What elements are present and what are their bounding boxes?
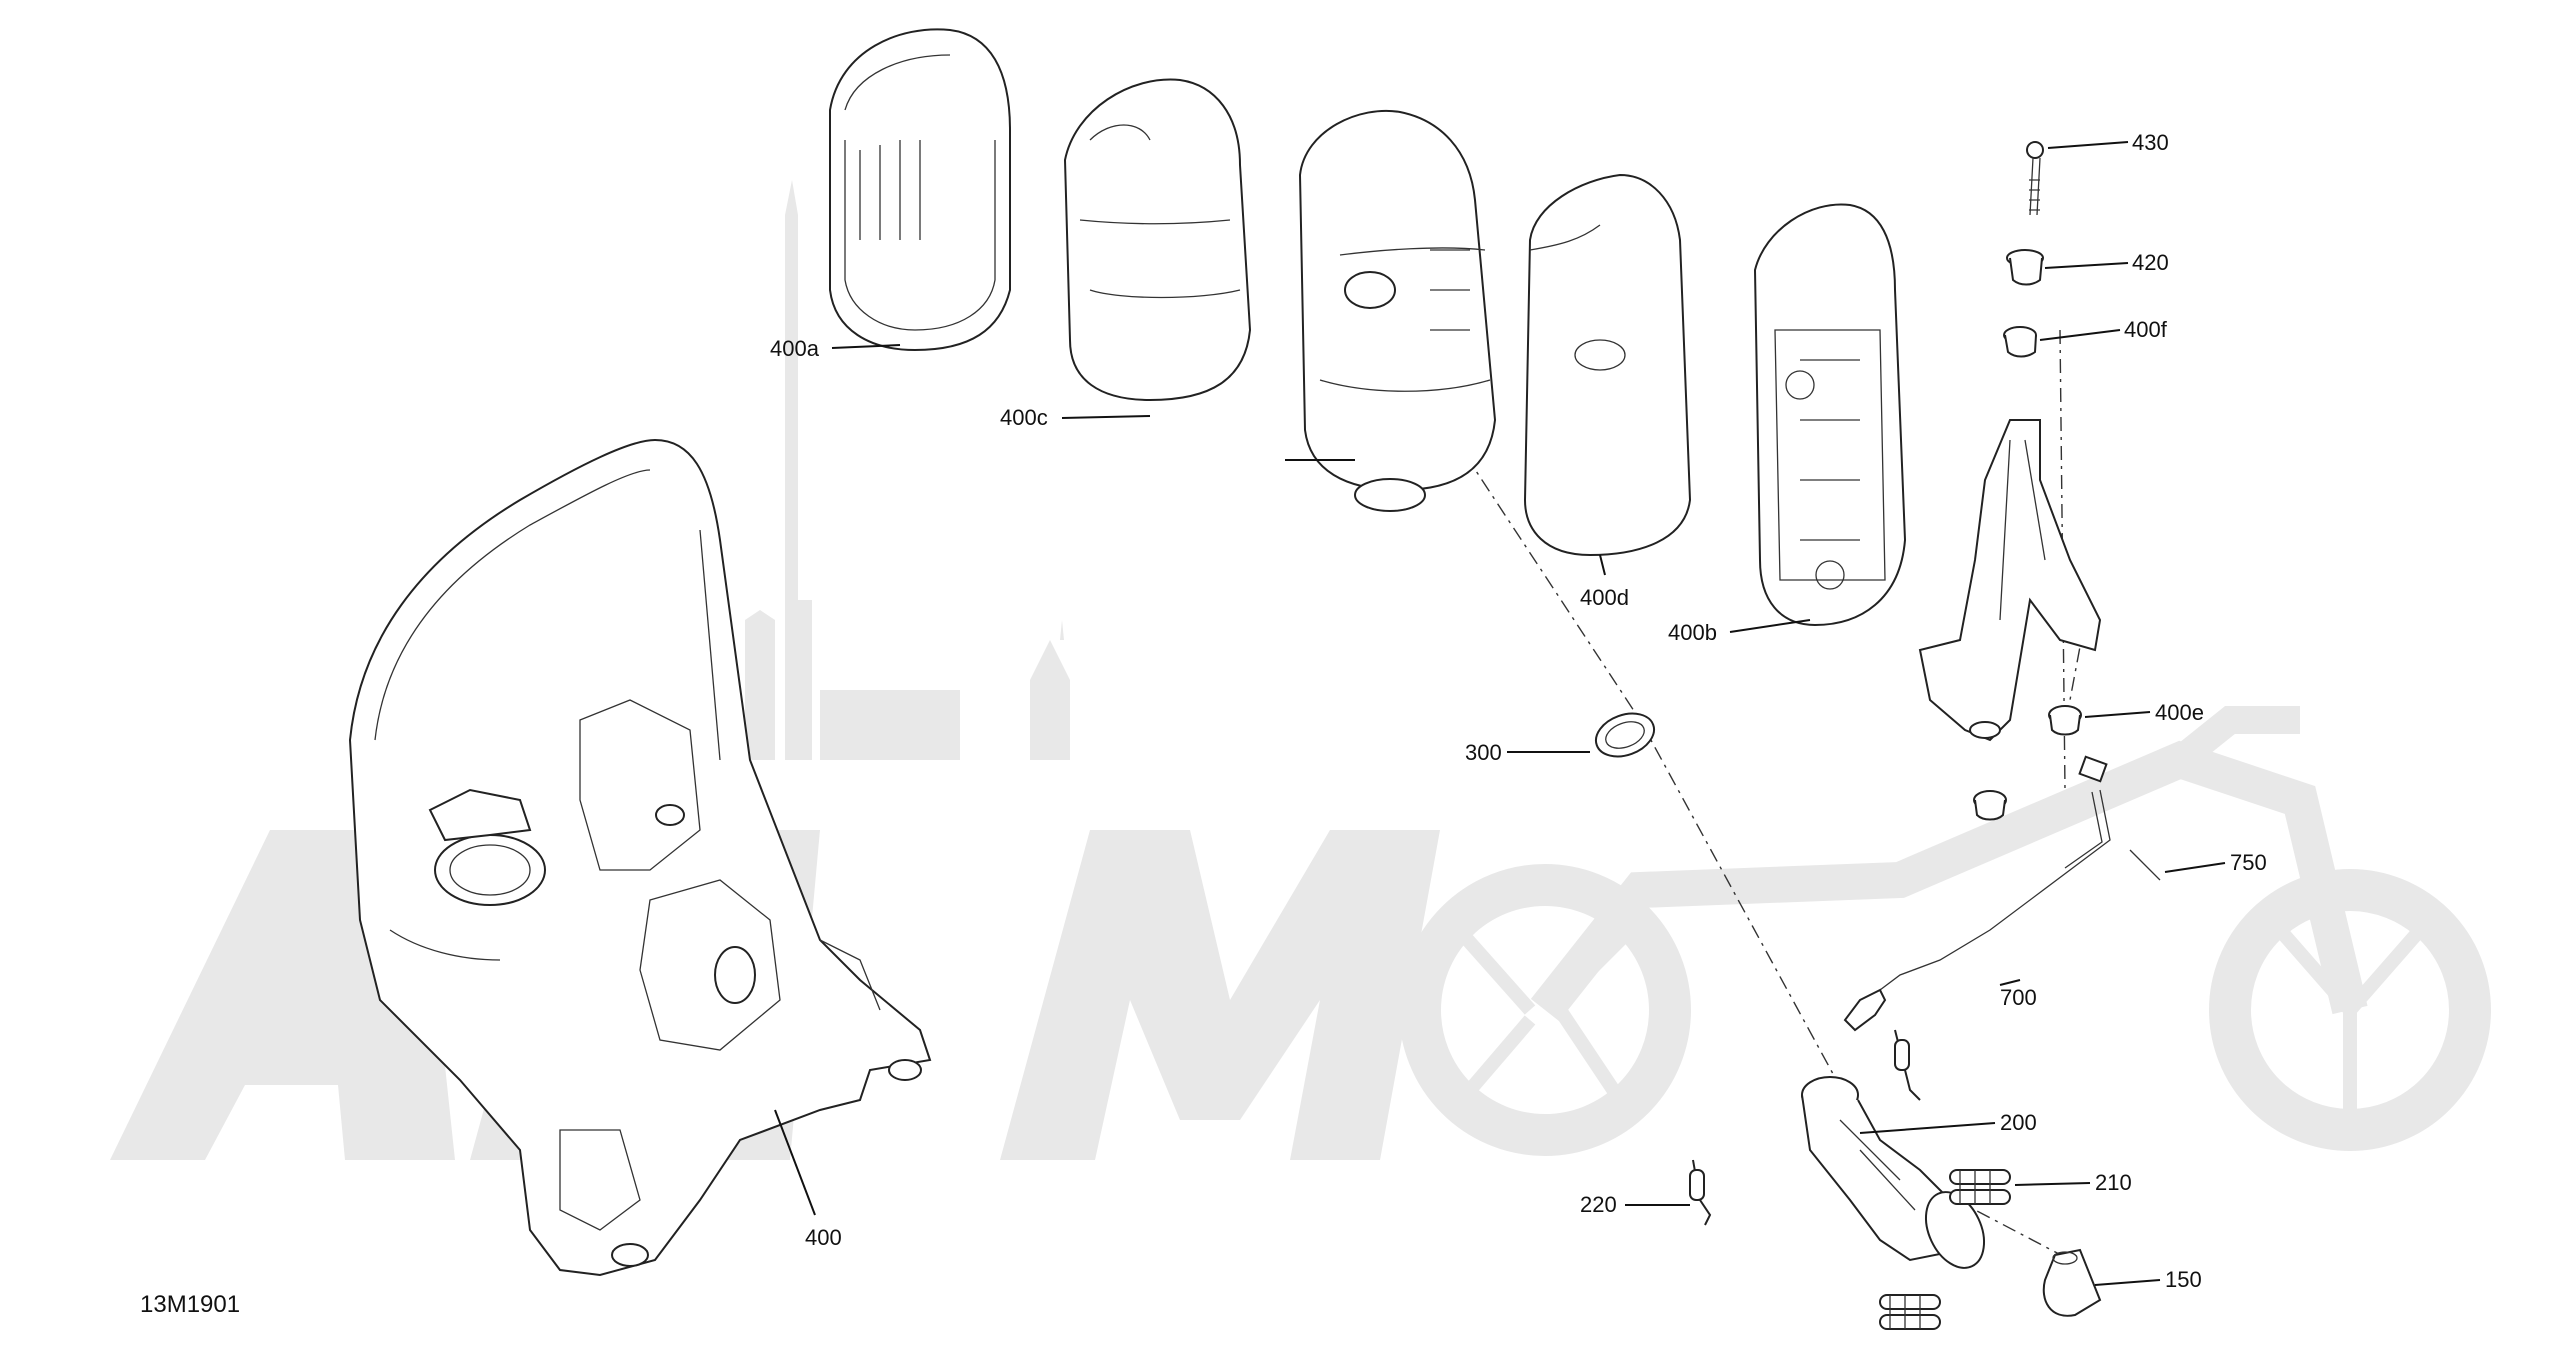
muffler-bracket bbox=[1918, 419, 2102, 742]
rubber-grommet-400e bbox=[2048, 705, 2082, 736]
mount-bolt bbox=[2026, 141, 2044, 216]
callout-220: 220 bbox=[1580, 1192, 1617, 1217]
exhaust-pipe bbox=[1801, 1076, 1986, 1269]
leader-lines bbox=[774, 141, 2226, 1286]
callout-430: 430 bbox=[2132, 130, 2169, 155]
callout-750: 750 bbox=[2230, 850, 2267, 875]
callout-labels: 430 420 400f 400a 400c 400d 400b 400e 30… bbox=[770, 130, 2267, 1292]
muffler-body bbox=[1298, 109, 1497, 512]
callout-400c: 400c bbox=[1000, 405, 1048, 430]
callout-400f: 400f bbox=[2124, 317, 2168, 342]
callout-400e: 400e bbox=[2155, 700, 2204, 725]
rubber-grommet-lower bbox=[1973, 790, 2007, 821]
diagram-reference-code: 13M1901 bbox=[140, 1291, 240, 1318]
callout-420: 420 bbox=[2132, 250, 2169, 275]
exhaust-gasket bbox=[1594, 712, 1656, 758]
callout-150: 150 bbox=[2165, 1267, 2202, 1292]
callout-700: 700 bbox=[2000, 985, 2037, 1010]
heat-shield-side bbox=[1753, 203, 1907, 627]
retaining-pin bbox=[2129, 849, 2161, 881]
heat-shield-inner bbox=[1063, 78, 1252, 402]
spring-220 bbox=[1689, 1159, 1712, 1226]
heat-shield-outer bbox=[829, 28, 1011, 352]
callout-200: 200 bbox=[2000, 1110, 2037, 1135]
spring-210-lower bbox=[1879, 1294, 1941, 1330]
assembly-axis-line bbox=[1369, 309, 2081, 1266]
spring-210-upper bbox=[1949, 1169, 2011, 1205]
end-cap bbox=[2042, 1248, 2102, 1317]
callout-300: 300 bbox=[1465, 740, 1502, 765]
callout-400b: 400b bbox=[1668, 620, 1717, 645]
callout-400a: 400a bbox=[770, 336, 820, 361]
rubber-grommet-upper bbox=[2006, 249, 2044, 286]
rubber-grommet-mid bbox=[2003, 326, 2037, 358]
spring-center bbox=[1894, 1029, 1921, 1101]
watermark-motorcycle bbox=[1399, 706, 2491, 1156]
callout-400: 400 bbox=[805, 1225, 842, 1250]
insulation-wrap bbox=[1523, 173, 1692, 557]
muffler-assembly bbox=[348, 438, 932, 1277]
callout-210: 210 bbox=[2095, 1170, 2132, 1195]
callout-400d: 400d bbox=[1580, 585, 1629, 610]
oxygen-sensor-wire bbox=[1843, 755, 2111, 1032]
watermark-skyline bbox=[470, 180, 1070, 760]
